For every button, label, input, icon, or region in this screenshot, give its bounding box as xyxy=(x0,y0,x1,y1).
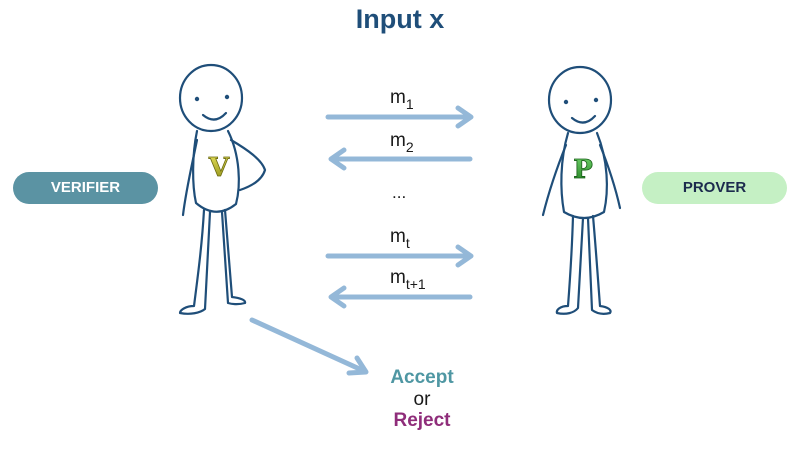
arrow-mt-right xyxy=(325,244,474,268)
arrow-m1-right xyxy=(325,105,474,129)
verifier-right-leg xyxy=(220,208,247,306)
message-mt1-base: m xyxy=(390,267,406,288)
message-ellipsis: ... xyxy=(392,183,407,202)
message-m1-sub: 1 xyxy=(405,96,414,112)
message-arrows xyxy=(249,105,474,376)
diagram-title: Input x xyxy=(355,4,445,34)
arrow-mt1-left xyxy=(328,285,473,309)
message-m2: m2 xyxy=(390,130,414,155)
message-m2-sub: 2 xyxy=(405,139,414,155)
arrow-m2-left xyxy=(328,147,473,171)
outcome-or: or xyxy=(413,389,431,410)
prover-left-leg xyxy=(555,214,585,315)
verifier-left-leg xyxy=(178,208,212,315)
message-m1-base: m xyxy=(390,87,406,108)
prover-label: PROVER xyxy=(642,172,787,204)
message-mt1-sub: t+1 xyxy=(405,276,426,292)
message-m1: m1 xyxy=(390,87,414,112)
message-mt1: mt+1 xyxy=(390,267,426,292)
arrow-to-outcome xyxy=(249,317,369,376)
prover-figure xyxy=(541,65,622,315)
message-m2-base: m xyxy=(390,130,406,151)
prover-badge: P xyxy=(573,155,593,185)
prover-torso xyxy=(560,131,608,220)
verifier-head xyxy=(178,63,244,133)
outcome-reject: Reject xyxy=(393,410,451,431)
prover-left-arm xyxy=(541,143,568,217)
verifier-right-arm xyxy=(229,138,267,192)
verifier-left-arm xyxy=(181,138,199,217)
prover-head xyxy=(547,65,613,135)
message-mt-sub: t xyxy=(405,235,410,251)
verifier-figure xyxy=(178,63,267,315)
prover-right-leg xyxy=(586,214,612,315)
verifier-badge: V xyxy=(208,153,230,183)
outcome-accept: Accept xyxy=(390,367,454,388)
verifier-label: VERIFIER xyxy=(13,172,158,204)
prover-right-arm xyxy=(598,143,622,210)
message-mt: mt xyxy=(390,226,410,251)
verifier-torso xyxy=(192,129,240,213)
message-mt-base: m xyxy=(390,226,406,247)
